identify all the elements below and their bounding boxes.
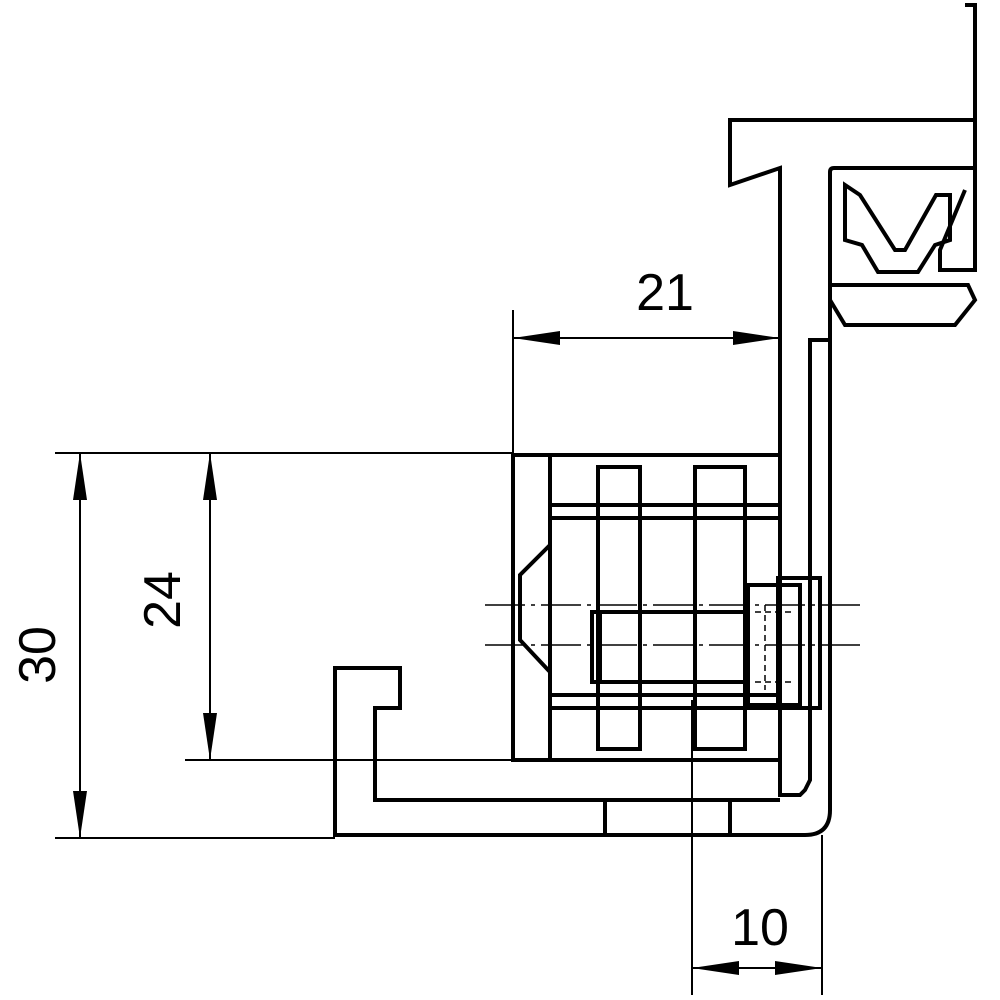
dimension-21: 21 xyxy=(512,264,780,455)
dimension-24-label: 24 xyxy=(134,571,192,629)
dimension-10-label: 10 xyxy=(731,899,789,957)
dimension-30-label: 30 xyxy=(9,626,67,684)
gasket-seal xyxy=(828,181,978,327)
main-profile xyxy=(333,3,977,837)
dimension-30: 30 xyxy=(9,452,513,839)
dimension-10: 10 xyxy=(691,700,823,995)
clamp-block xyxy=(511,453,822,762)
center-lines xyxy=(485,604,860,646)
dimension-21-label: 21 xyxy=(636,264,694,322)
dimension-24: 24 xyxy=(134,453,513,761)
